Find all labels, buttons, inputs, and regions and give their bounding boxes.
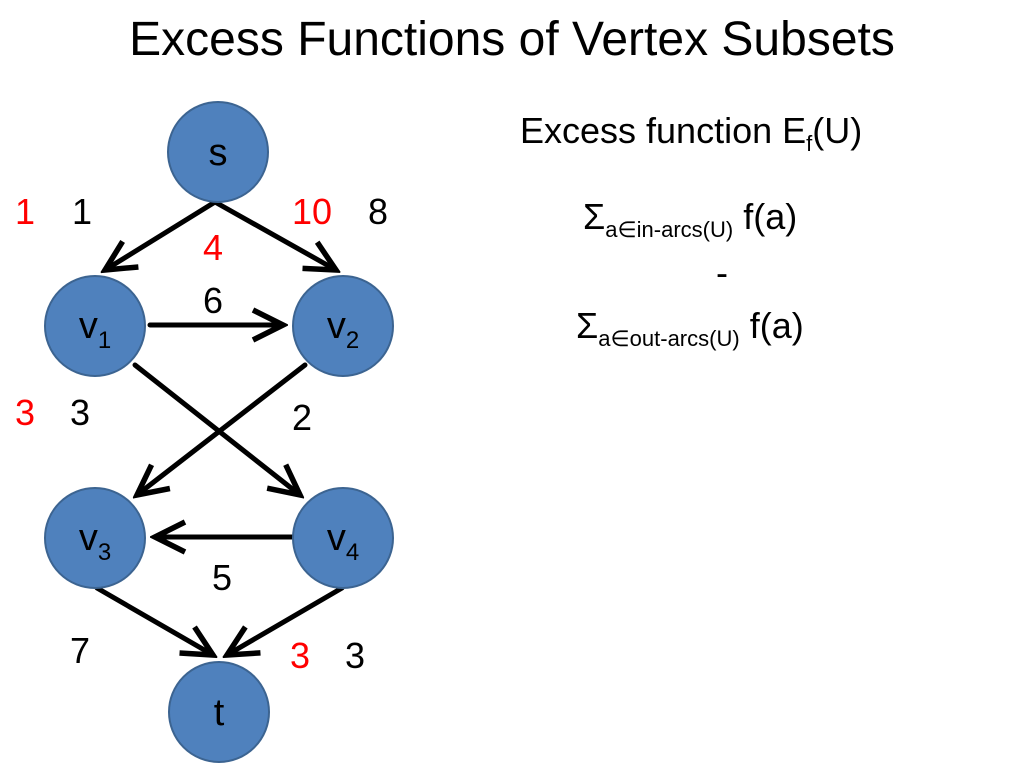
edge-v4-t	[227, 585, 345, 655]
excess-function-heading: Excess function Ef(U)	[520, 110, 863, 155]
node-v4-label: v	[327, 517, 346, 559]
node-v3: v3	[44, 487, 146, 589]
flow-s-v1: 1	[15, 191, 35, 232]
edge-v2-v3	[137, 362, 308, 495]
node-v3-subscript: 3	[98, 539, 111, 566]
node-v2-label: v	[327, 305, 346, 347]
svg-text:v4: v4	[327, 517, 359, 566]
page-title: Excess Functions of Vertex Subsets	[129, 13, 895, 66]
svg-text:s: s	[209, 132, 228, 174]
capacity-v2-v3: 2	[292, 397, 312, 438]
svg-text:t: t	[214, 692, 225, 734]
edge-s-v1	[105, 199, 218, 270]
node-s: s	[167, 101, 269, 203]
capacity-v4-t: 3	[345, 635, 365, 676]
node-v1: v1	[44, 275, 146, 377]
excess-heading-subscript: f	[806, 131, 813, 156]
flow-v1-v4: 3	[15, 392, 35, 433]
capacity-v1-v2: 6	[203, 280, 223, 321]
node-s-label: s	[209, 132, 228, 174]
node-v3-label: v	[79, 517, 98, 559]
node-v2: v2	[292, 275, 394, 377]
sigma-out: Σ	[576, 305, 599, 346]
node-v4: v4	[292, 487, 394, 589]
in-arcs-sum: Σa∈in-arcs(U) f(a)	[583, 196, 798, 241]
excess-heading-arg: (U)	[812, 110, 863, 151]
out-arcs-sum: Σa∈out-arcs(U) f(a)	[576, 305, 804, 350]
in-arcs-term: f(a)	[743, 196, 798, 237]
capacity-v3-t: 7	[70, 630, 90, 671]
node-t-label: t	[214, 692, 225, 734]
flow-v4-t: 3	[290, 635, 310, 676]
in-arcs-subscript: a∈in-arcs(U)	[605, 217, 734, 242]
svg-text:v1: v1	[79, 305, 111, 354]
edge-s-v2	[212, 199, 336, 270]
capacity-s-v2: 8	[368, 191, 388, 232]
out-arcs-subscript: a∈out-arcs(U)	[598, 326, 740, 351]
minus-text: -	[716, 252, 728, 293]
capacity-s-v1: 1	[72, 191, 92, 232]
out-arcs-term: f(a)	[749, 305, 804, 346]
node-v2-subscript: 2	[346, 327, 359, 354]
node-v1-subscript: 1	[98, 327, 111, 354]
excess-heading-main: Excess function E	[520, 110, 807, 151]
node-v4-subscript: 4	[346, 539, 359, 566]
node-v1-label: v	[79, 305, 98, 347]
edge-v3-t	[94, 585, 213, 655]
flow-extra-label: 4	[203, 227, 223, 268]
node-t: t	[168, 661, 270, 763]
flow-s-v2: 10	[292, 191, 332, 232]
minus-sign: -	[716, 252, 728, 294]
sigma-in: Σ	[583, 196, 606, 237]
svg-text:v2: v2	[327, 305, 359, 354]
capacity-v1-v4: 3	[70, 392, 90, 433]
svg-text:v3: v3	[79, 517, 111, 566]
capacity-v4-v3: 5	[212, 557, 232, 598]
